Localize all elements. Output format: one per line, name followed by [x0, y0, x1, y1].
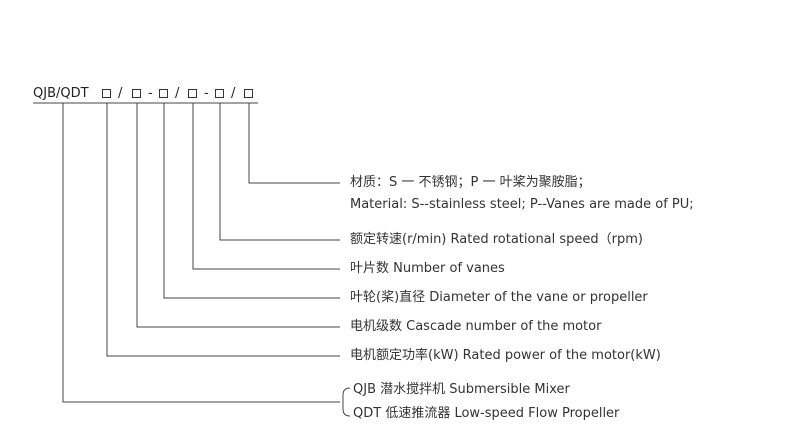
- connector-vanes: [192, 103, 340, 270]
- code-separator-5: /: [231, 86, 236, 101]
- code-separator-4: -: [204, 86, 209, 101]
- label-speed: 额定转速(r/min) Rated rotational speed（rpm): [350, 232, 644, 247]
- code-box-vanes: [188, 89, 197, 98]
- label-cascade: 电机级数 Cascade number of the motor: [350, 319, 602, 334]
- label-material-en: Material: S--stainless steel; P--Vanes a…: [350, 197, 694, 212]
- connector-power: [106, 103, 340, 357]
- connector-cascade: [136, 103, 340, 328]
- label-qjb: QJB 潜水搅拌机 Submersible Mixer: [353, 382, 570, 397]
- label-vanes: 叶片数 Number of vanes: [350, 261, 505, 276]
- code-box-power: [102, 89, 111, 98]
- label-material-cn: 材质：S 一 不锈钢；P 一 叶桨为聚胺脂；: [350, 175, 591, 190]
- connector-speed: [219, 103, 340, 241]
- label-power: 电机额定功率(kW) Rated power of the motor(kW): [350, 348, 661, 363]
- label-diameter: 叶轮(桨)直径 Diameter of the vane or propelle…: [350, 290, 648, 305]
- code-box-cascade: [132, 89, 141, 98]
- label-qdt: QDT 低速推流器 Low-speed Flow Propeller: [353, 406, 620, 421]
- code-separator-2: -: [148, 86, 153, 101]
- model-code-prefix: QJB/QDT: [33, 86, 89, 101]
- code-separator-3: /: [175, 86, 180, 101]
- code-separator-1: /: [118, 86, 123, 101]
- connector-diameter: [163, 103, 340, 299]
- code-box-material: [244, 89, 253, 98]
- type-bracket: [342, 387, 351, 417]
- code-box-speed: [215, 89, 224, 98]
- connector-material: [248, 103, 340, 184]
- code-box-diameter: [159, 89, 168, 98]
- connector-type: [62, 103, 340, 403]
